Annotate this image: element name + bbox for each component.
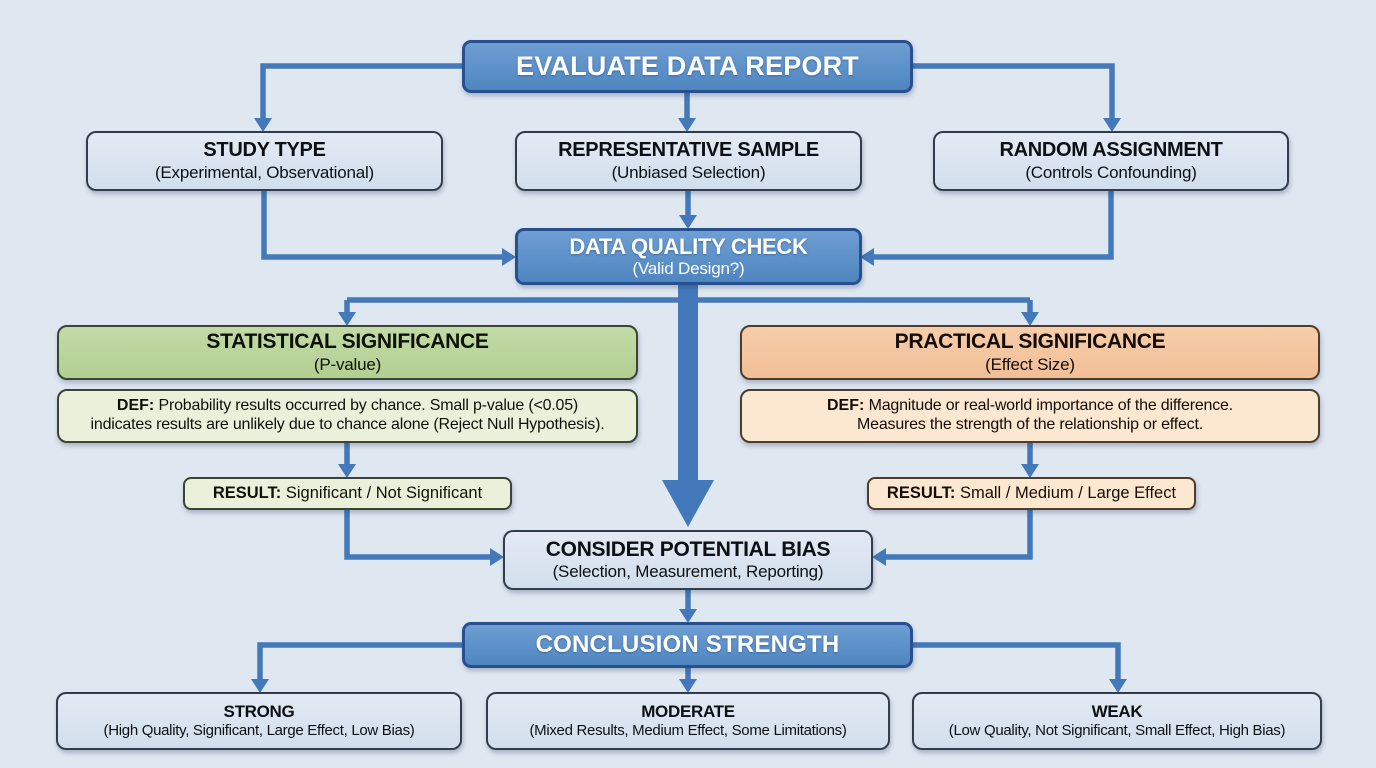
definition-label: DEF:	[116, 397, 155, 415]
node-subtitle: (High Quality, Significant, Large Effect…	[103, 722, 415, 740]
thick-arrow-shaft	[678, 284, 698, 482]
node-practical-definition: DEF: Magnitude or real-world importance …	[740, 389, 1320, 443]
node-subtitle: (Mixed Results, Medium Effect, Some Limi…	[529, 722, 847, 740]
connector-study-dataquality	[261, 191, 504, 260]
arrowhead-icon	[502, 248, 516, 266]
node-title: EVALUATE DATA REPORT	[516, 50, 859, 81]
node-title: REPRESENTATIVE SAMPLE	[558, 139, 819, 162]
arrowhead-icon	[678, 118, 696, 132]
arrowhead-icon	[251, 679, 269, 693]
connector-conclusion-weak	[913, 642, 1121, 680]
arrowhead-icon	[338, 464, 356, 478]
node-title: PRACTICAL SIGNIFICANCE	[894, 330, 1166, 354]
node-subtitle: (Controls Confounding)	[1025, 162, 1197, 182]
arrowhead-icon	[860, 248, 874, 266]
node-data-quality-check: DATA QUALITY CHECK (Valid Design?)	[515, 228, 862, 285]
node-title: DATA QUALITY CHECK	[569, 233, 808, 259]
node-random-assignment: RANDOM ASSIGNMENT (Controls Confounding)	[933, 131, 1289, 191]
node-subtitle: (Valid Design?)	[632, 259, 745, 279]
definition-text: DEF: Magnitude or real-world importance …	[827, 397, 1233, 433]
result-label: RESULT:	[212, 483, 282, 502]
node-subtitle: (Experimental, Observational)	[154, 162, 375, 182]
arrowhead-icon	[679, 679, 697, 693]
node-statistical-definition: DEF: Probability results occurred by cha…	[57, 389, 638, 443]
node-conclusion-strength: CONCLUSION STRENGTH	[462, 622, 913, 668]
definition-text: DEF: Probability results occurred by cha…	[90, 397, 605, 433]
node-practical-result: RESULT: Small / Medium / Large Effect	[867, 477, 1196, 510]
arrowhead-icon	[490, 548, 504, 566]
connector-random-dataquality	[872, 191, 1114, 260]
node-subtitle: (Selection, Measurement, Reporting)	[552, 562, 824, 582]
arrowhead-icon	[1109, 679, 1127, 693]
node-subtitle: (Low Quality, Not Significant, Small Eff…	[948, 722, 1286, 740]
node-title: STRONG	[223, 702, 295, 722]
node-subtitle: (Effect Size)	[985, 354, 1075, 374]
node-title: MODERATE	[641, 702, 735, 722]
node-title: CONSIDER POTENTIAL BIAS	[545, 537, 831, 561]
arrowhead-icon	[338, 312, 356, 326]
connector-root-study	[260, 63, 462, 119]
node-statistical-result: RESULT: Significant / Not Significant	[183, 477, 512, 510]
connector-statresult-bias	[344, 509, 492, 560]
node-consider-potential-bias: CONSIDER POTENTIAL BIAS (Selection, Meas…	[503, 530, 873, 590]
connector-conclusion-strong	[257, 642, 462, 680]
connector-pracresult-bias	[884, 509, 1033, 560]
arrowhead-icon	[1021, 464, 1039, 478]
node-weak: WEAK (Low Quality, Not Significant, Smal…	[912, 692, 1322, 750]
node-title: RANDOM ASSIGNMENT	[999, 139, 1223, 162]
arrowhead-icon	[254, 118, 272, 132]
node-representative-sample: REPRESENTATIVE SAMPLE (Unbiased Selectio…	[515, 131, 862, 191]
result-text: RESULT: Small / Medium / Large Effect	[886, 483, 1177, 502]
arrowhead-icon	[872, 548, 886, 566]
definition-label: DEF:	[827, 397, 865, 415]
node-statistical-significance: STATISTICAL SIGNIFICANCE (P-value)	[57, 325, 638, 380]
connector-root-random	[913, 63, 1115, 119]
node-evaluate-data-report: EVALUATE DATA REPORT	[462, 40, 913, 93]
node-title: STUDY TYPE	[203, 139, 326, 162]
arrowhead-icon	[1021, 312, 1039, 326]
node-moderate: MODERATE (Mixed Results, Medium Effect, …	[486, 692, 890, 750]
result-text: RESULT: Significant / Not Significant	[212, 483, 483, 502]
arrowhead-icon	[679, 609, 697, 623]
arrowhead-icon	[1103, 118, 1121, 132]
node-title: STATISTICAL SIGNIFICANCE	[206, 330, 489, 354]
node-subtitle: (Unbiased Selection)	[611, 162, 766, 182]
node-title: CONCLUSION STRENGTH	[535, 630, 840, 658]
node-study-type: STUDY TYPE (Experimental, Observational)	[86, 131, 443, 191]
node-title: WEAK	[1091, 702, 1143, 722]
node-strong: STRONG (High Quality, Significant, Large…	[56, 692, 462, 750]
thick-arrowhead-icon	[662, 480, 714, 527]
result-label: RESULT:	[886, 483, 956, 502]
arrowhead-icon	[679, 215, 697, 229]
node-subtitle: (P-value)	[313, 354, 382, 374]
node-practical-significance: PRACTICAL SIGNIFICANCE (Effect Size)	[740, 325, 1320, 380]
